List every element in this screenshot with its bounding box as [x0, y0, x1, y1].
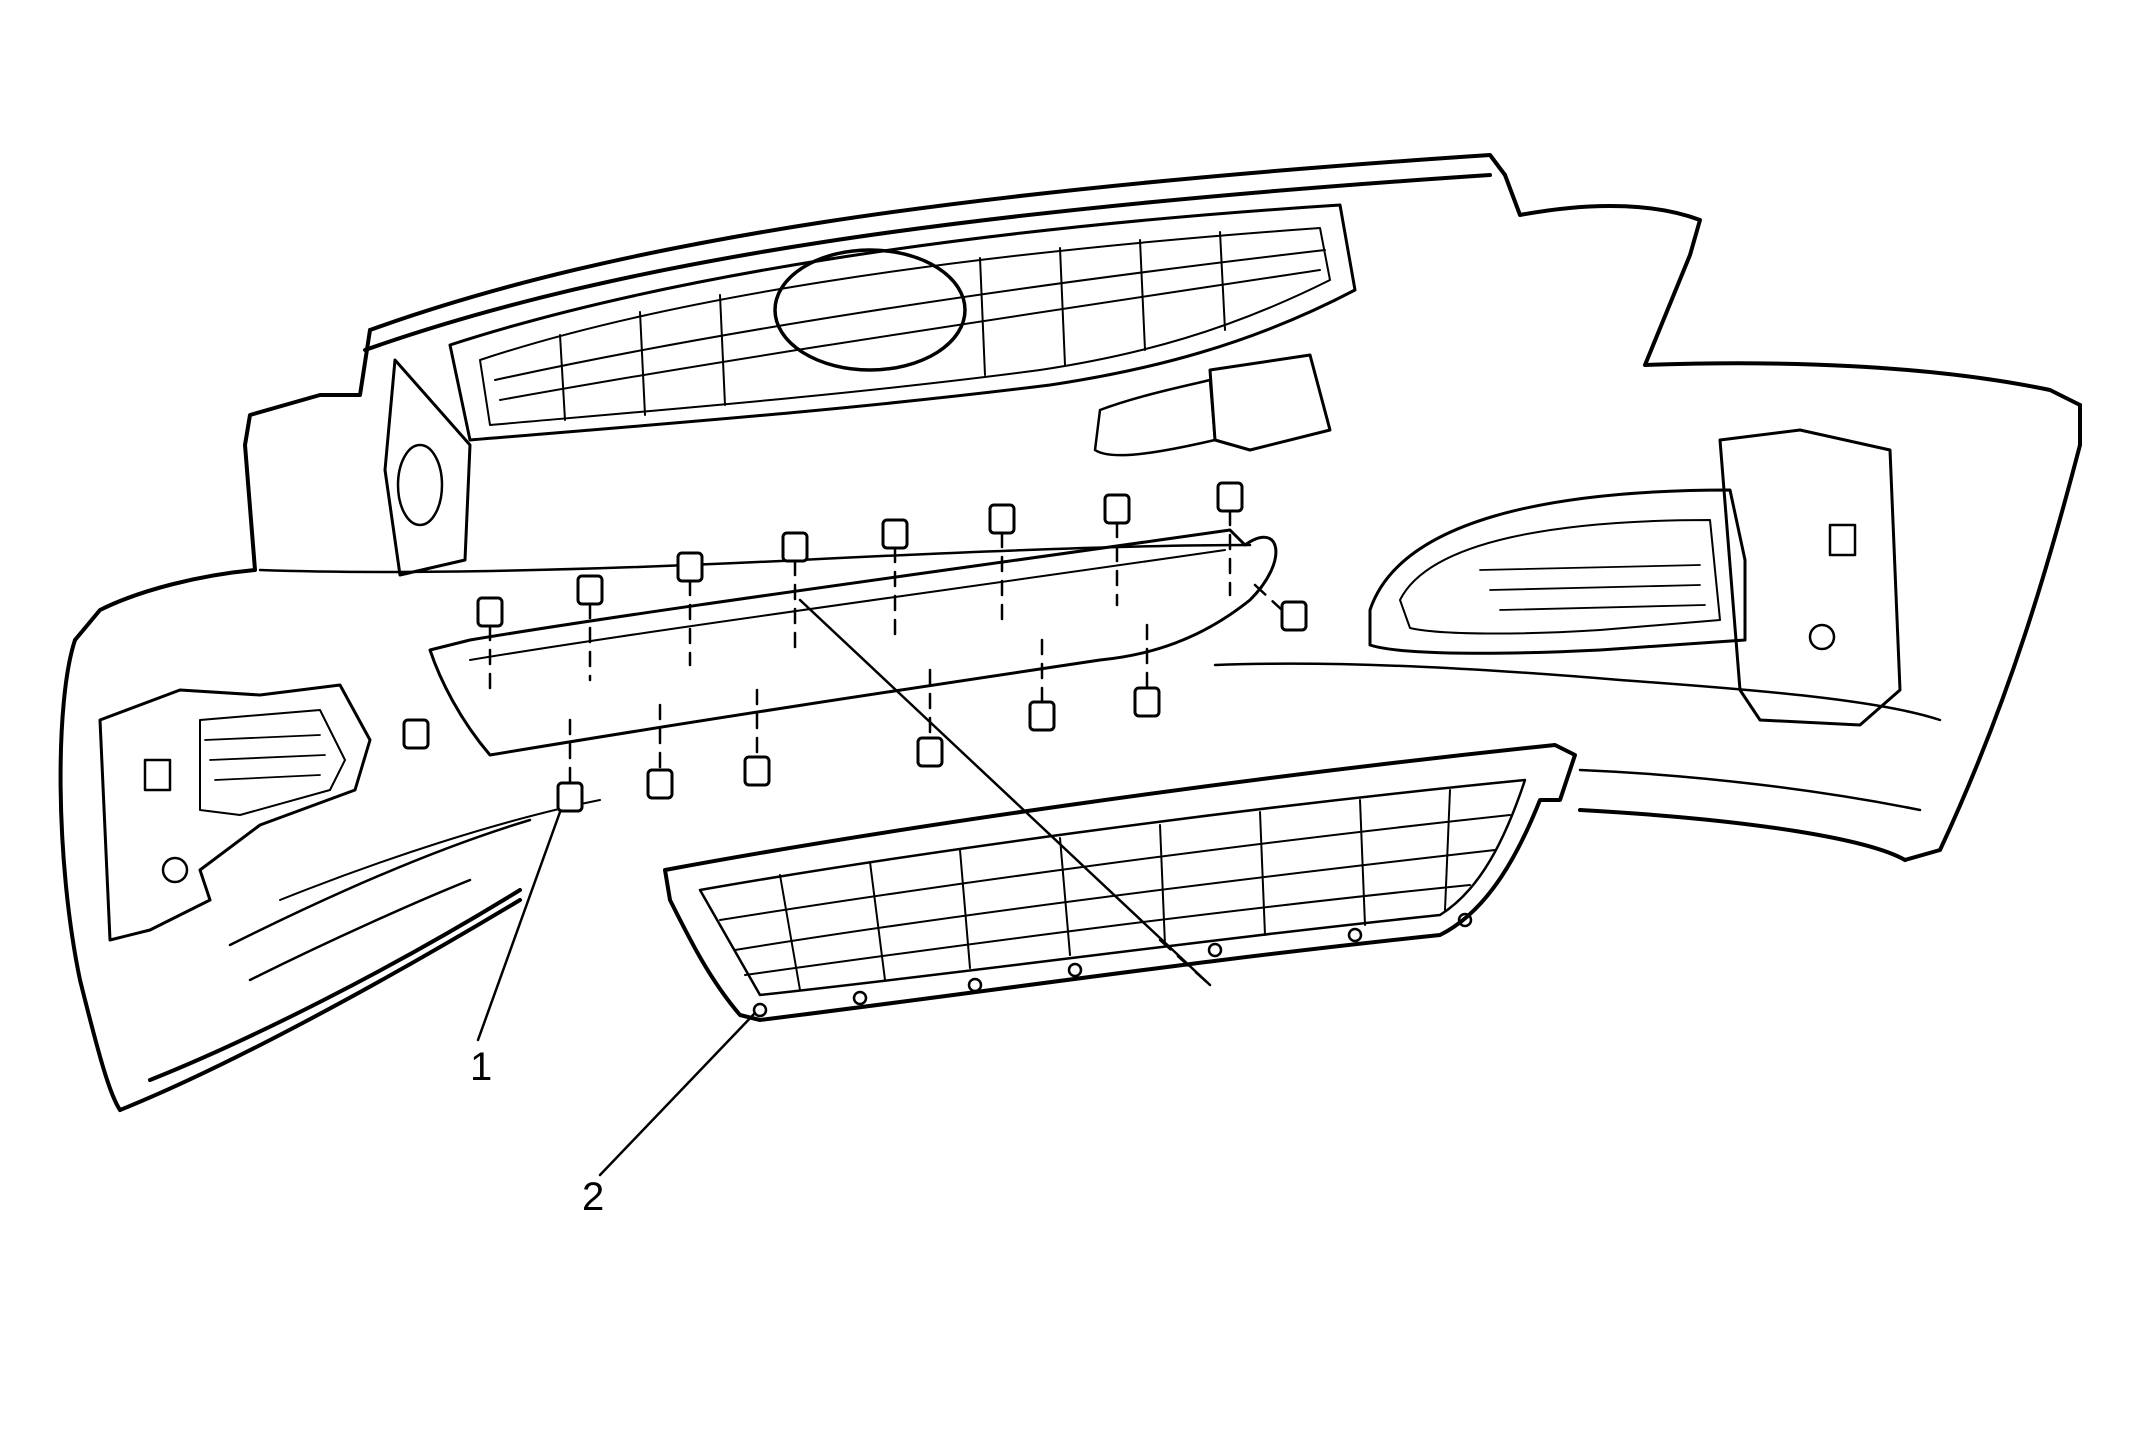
lower-grille	[663, 743, 1577, 1022]
callout-1-label: 1	[470, 1045, 492, 1089]
bumper-fascia	[58, 153, 2082, 1112]
clip-fasteners	[402, 481, 1308, 813]
upper-grille	[383, 203, 1357, 577]
center-alignment-line	[798, 598, 1212, 987]
callout-2-label: 2	[582, 1175, 604, 1219]
callout-1-leader	[476, 810, 562, 1042]
left-fog-lamp-opening	[98, 683, 372, 942]
right-fog-lamp-opening	[1368, 428, 1902, 727]
callout-2-leader	[598, 1011, 757, 1177]
retainer-strip	[428, 528, 1278, 757]
